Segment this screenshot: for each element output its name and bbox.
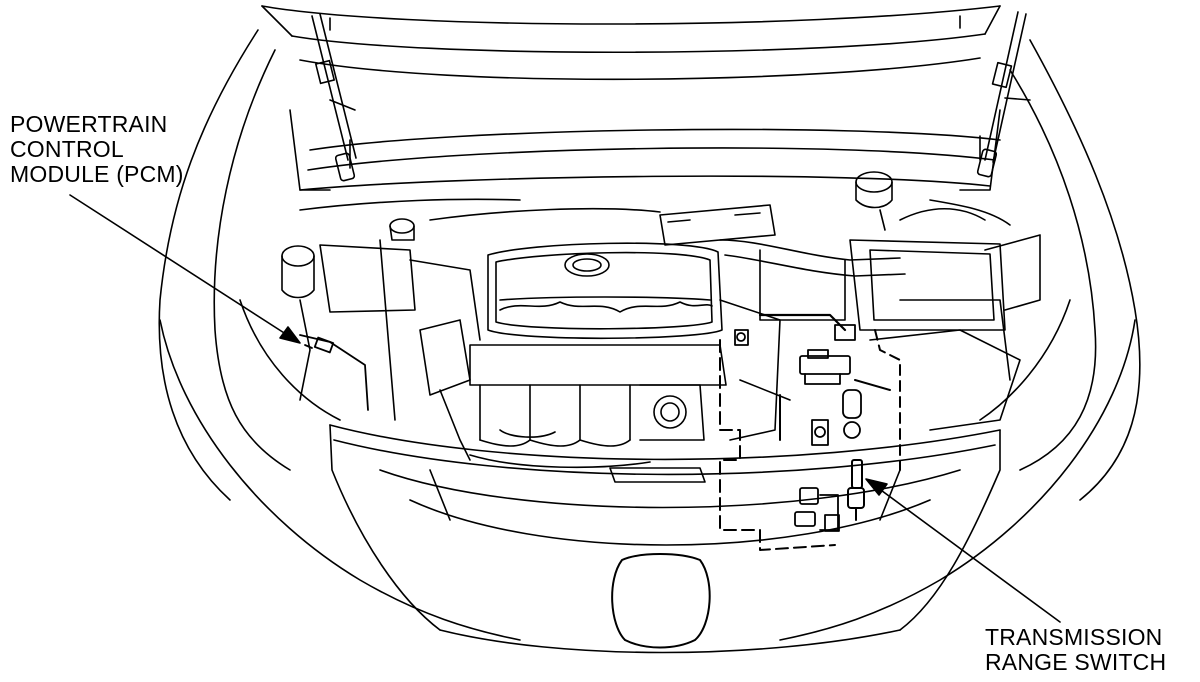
pcm-leader-arrow: [69, 194, 301, 344]
sensor-cluster: [734, 324, 862, 532]
reservoir-left: [281, 245, 315, 401]
engine-bay-structure: [299, 198, 1021, 483]
transmission-range-switch-unit: [847, 459, 865, 521]
trs-label-line-2: RANGE SWITCH: [985, 649, 1167, 675]
pcm-label-line-3: MODULE (PCM): [10, 161, 184, 187]
trs-leader-arrow: [865, 478, 1061, 623]
pcm-label-line-1: POWERTRAIN: [10, 111, 168, 137]
engine-cover: [469, 242, 727, 447]
grille-emblem: [611, 553, 711, 649]
front-bumper: [329, 424, 1001, 654]
washer-fluid-cap: [389, 218, 415, 241]
trs-label-line-1: TRANSMISSION: [985, 624, 1163, 650]
pcm-label-line-2: CONTROL: [10, 136, 124, 162]
hood: [261, 5, 1001, 81]
pcm-label: POWERTRAIN CONTROL MODULE (PCM): [10, 112, 184, 187]
pcm-unit: [299, 334, 369, 411]
hood-strut-right: [976, 11, 1031, 178]
air-intake: [659, 204, 1041, 331]
cowl: [299, 128, 1001, 191]
transmission-range-switch-label: TRANSMISSION RANGE SWITCH: [985, 625, 1166, 675]
car-body-outline: [158, 29, 1141, 641]
hood-strut-left: [311, 13, 357, 182]
reservoir-right: [855, 171, 893, 231]
